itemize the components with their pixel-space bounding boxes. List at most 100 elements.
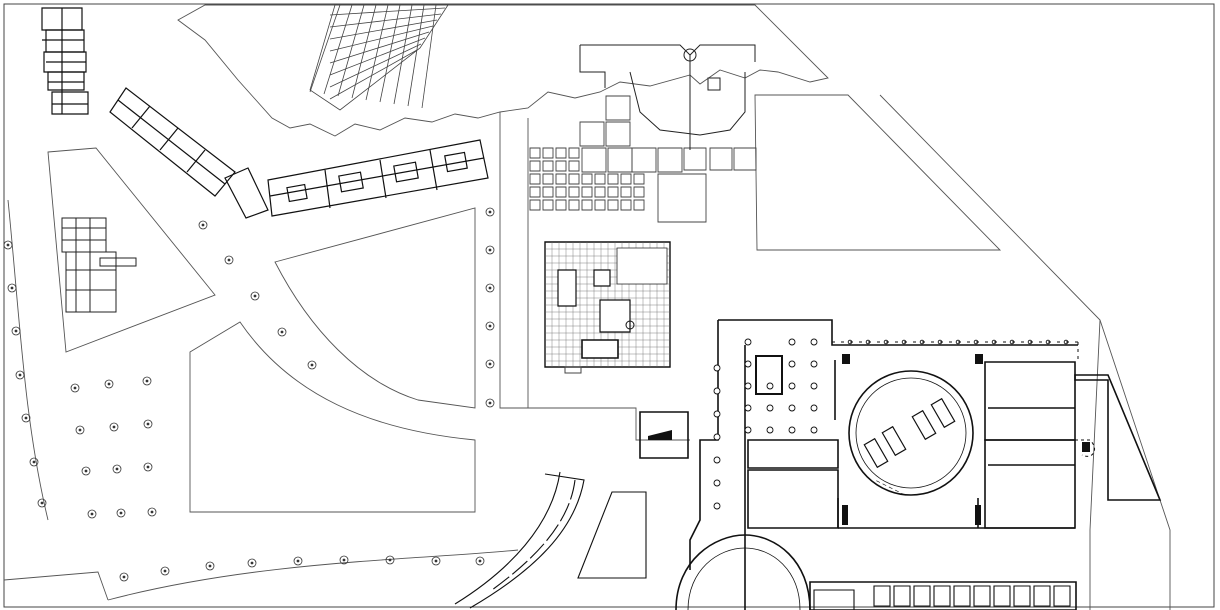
- column: [745, 339, 751, 345]
- tree-icon: [12, 327, 20, 335]
- grid-line: [394, 5, 412, 104]
- grid-line: [330, 38, 425, 75]
- drawing-frame: [4, 4, 1214, 607]
- tree-icon: [278, 328, 286, 336]
- south-building-row: [814, 586, 1070, 610]
- tree-icon: [30, 458, 38, 466]
- tree-center: [33, 461, 35, 463]
- tree-icon: [38, 499, 46, 507]
- tree-icon: [199, 221, 207, 229]
- tree-icon: [308, 361, 316, 369]
- tree-icon: [486, 399, 494, 407]
- grid-line: [366, 5, 388, 100]
- grid-line: [352, 5, 376, 98]
- garden-square: [530, 161, 540, 171]
- tree-icon: [22, 414, 30, 422]
- grid-line: [330, 50, 417, 99]
- garden-square: [530, 187, 540, 197]
- garden-square: [632, 148, 656, 172]
- building-bay: [814, 590, 854, 610]
- column: [745, 405, 751, 411]
- tree-center: [297, 560, 299, 562]
- tree-center: [489, 287, 491, 289]
- tree-icon: [148, 508, 156, 516]
- building-bay: [954, 586, 970, 606]
- garden-square: [543, 200, 553, 210]
- garden-square: [543, 174, 553, 184]
- column: [714, 388, 720, 394]
- column: [789, 427, 795, 433]
- building-bay: [874, 586, 890, 606]
- garden-square: [595, 200, 605, 210]
- building-bay: [994, 586, 1010, 606]
- tree-center: [91, 513, 93, 515]
- garden-square: [710, 148, 732, 170]
- tree-icon: [4, 241, 12, 249]
- tree-icon: [117, 509, 125, 517]
- tree-center: [116, 468, 118, 470]
- tree-icon: [110, 423, 118, 431]
- column: [767, 427, 773, 433]
- column: [745, 427, 751, 433]
- garden-square: [556, 187, 566, 197]
- tree-icon: [248, 559, 256, 567]
- column: [767, 405, 773, 411]
- column: [714, 457, 720, 463]
- tree-icon: [16, 371, 24, 379]
- column: [745, 361, 751, 367]
- garden-square: [634, 200, 644, 210]
- garden-square: [621, 200, 631, 210]
- tree-center: [123, 576, 125, 578]
- tree-center: [7, 244, 9, 246]
- tree-center: [113, 426, 115, 428]
- garden-square: [608, 187, 618, 197]
- garden-square: [684, 148, 706, 170]
- garden-square: [569, 187, 579, 197]
- tree-icon: [486, 246, 494, 254]
- tree-icon: [8, 284, 16, 292]
- building-bay: [974, 586, 990, 606]
- tree-center: [209, 565, 211, 567]
- south-apse: [676, 535, 810, 610]
- tree-icon: [161, 567, 169, 575]
- column: [745, 383, 751, 389]
- tree-center: [85, 470, 87, 472]
- column-dots: [714, 339, 1068, 509]
- garden-square: [634, 174, 644, 184]
- grid-line: [330, 32, 429, 63]
- garden-square: [543, 187, 553, 197]
- tree-center: [151, 511, 153, 513]
- tree-icon: [105, 380, 113, 388]
- garden-square: [606, 96, 630, 120]
- garden-square: [569, 200, 579, 210]
- garden-square: [530, 174, 540, 184]
- garden-square: [569, 148, 579, 158]
- tree-icon: [340, 556, 348, 564]
- building-bay: [1054, 586, 1070, 606]
- tree-icon: [486, 208, 494, 216]
- tree-icon: [251, 292, 259, 300]
- tree-icon: [294, 557, 302, 565]
- tree-center: [120, 512, 122, 514]
- grid-building: [545, 242, 670, 373]
- column: [714, 411, 720, 417]
- tree-center: [489, 211, 491, 213]
- stair-accents: [648, 354, 1090, 525]
- west-row-buildings: [42, 8, 88, 114]
- column: [789, 405, 795, 411]
- garden-square: [608, 174, 618, 184]
- rotunda-tables: [864, 399, 954, 468]
- grid-line: [330, 8, 445, 15]
- column: [811, 383, 817, 389]
- tree-center: [15, 330, 17, 332]
- tree-center: [254, 295, 256, 297]
- trees: [4, 208, 494, 581]
- building-bay: [1014, 586, 1030, 606]
- grid-line: [380, 5, 400, 102]
- tree-center: [164, 570, 166, 572]
- garden-square: [595, 187, 605, 197]
- long-building-row: [268, 140, 488, 216]
- garden-square: [556, 174, 566, 184]
- tree-center: [343, 559, 345, 561]
- garden-square: [608, 148, 632, 172]
